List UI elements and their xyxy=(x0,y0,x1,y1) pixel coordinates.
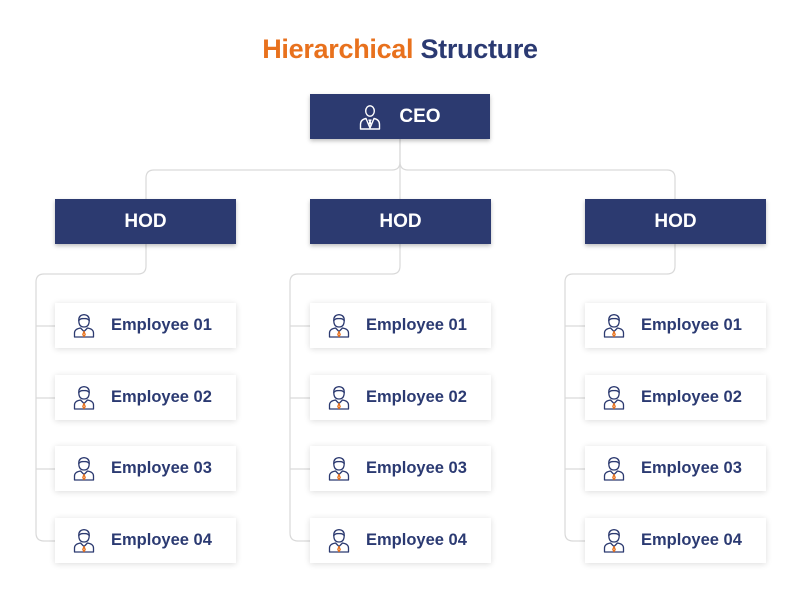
employee-box: Employee 01 xyxy=(310,303,491,348)
hod-label: HOD xyxy=(124,210,167,232)
hod-label: HOD xyxy=(379,210,422,232)
employee-label: Employee 02 xyxy=(111,388,212,406)
employee-icon xyxy=(328,528,350,553)
employee-icon xyxy=(73,385,95,410)
employee-label: Employee 04 xyxy=(366,531,467,549)
employee-label: Employee 02 xyxy=(641,388,742,406)
employee-icon xyxy=(603,385,625,410)
employee-box: Employee 01 xyxy=(585,303,766,348)
employee-box: Employee 03 xyxy=(55,446,236,491)
connector-hod2-employees xyxy=(289,244,401,542)
ceo-box: CEO xyxy=(310,94,490,139)
employee-box: Employee 01 xyxy=(55,303,236,348)
hod-label: HOD xyxy=(654,210,697,232)
employee-label: Employee 04 xyxy=(641,531,742,549)
employee-icon xyxy=(73,456,95,481)
employee-box: Employee 04 xyxy=(585,518,766,563)
employee-label: Employee 01 xyxy=(641,316,742,334)
ceo-label: CEO xyxy=(399,105,441,127)
employee-label: Employee 04 xyxy=(111,531,212,549)
title-part1: Hierarchical xyxy=(262,34,414,64)
employee-box: Employee 02 xyxy=(585,375,766,420)
employee-label: Employee 01 xyxy=(366,316,467,334)
connector-hod3-employees xyxy=(564,244,676,542)
employee-box: Employee 02 xyxy=(310,375,491,420)
employee-box: Employee 03 xyxy=(585,446,766,491)
employee-label: Employee 03 xyxy=(366,459,467,477)
employee-box: Employee 02 xyxy=(55,375,236,420)
hod-box: HOD xyxy=(585,199,766,244)
connector-ceo-hod-1 xyxy=(145,139,401,199)
hod-box: HOD xyxy=(55,199,236,244)
title-part2: Structure xyxy=(420,34,538,64)
employee-label: Employee 03 xyxy=(111,459,212,477)
employee-icon xyxy=(328,313,350,338)
hod-box: HOD xyxy=(310,199,491,244)
employee-icon xyxy=(328,456,350,481)
executive-icon xyxy=(359,104,381,130)
employee-label: Employee 01 xyxy=(111,316,212,334)
connector-hod1-employees xyxy=(35,244,147,542)
employee-icon xyxy=(603,528,625,553)
employee-icon xyxy=(73,313,95,338)
employee-label: Employee 02 xyxy=(366,388,467,406)
employee-label: Employee 03 xyxy=(641,459,742,477)
employee-box: Employee 04 xyxy=(310,518,491,563)
employee-icon xyxy=(603,456,625,481)
employee-icon xyxy=(73,528,95,553)
connector-ceo-hod-3 xyxy=(399,161,676,199)
employee-icon xyxy=(603,313,625,338)
employee-box: Employee 03 xyxy=(310,446,491,491)
diagram-title: Hierarchical Structure xyxy=(0,34,800,65)
employee-icon xyxy=(328,385,350,410)
employee-box: Employee 04 xyxy=(55,518,236,563)
